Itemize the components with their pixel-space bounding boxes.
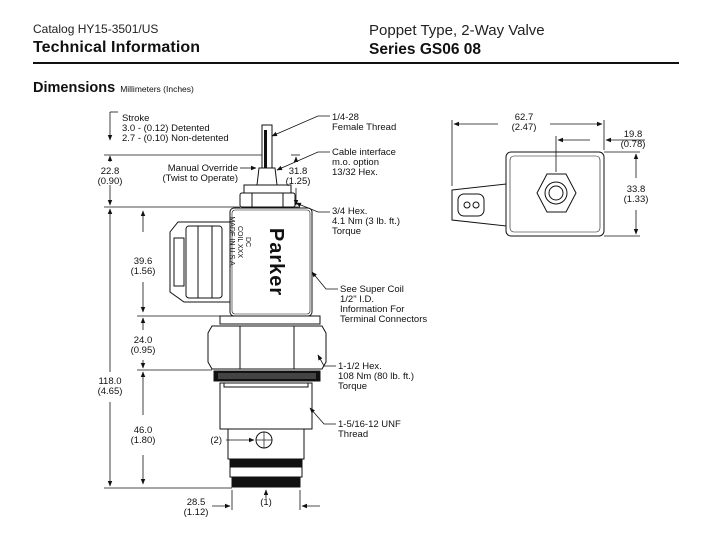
cable-interface-title: Cable interface [332,147,396,158]
port-2-label: (2) [210,435,222,446]
dim-62-7: 62.7 [515,112,534,123]
header-left: Catalog HY15-3501/US Technical Informati… [33,22,200,58]
coil-line2: COIL XXX [236,226,243,258]
stroke-nondetented: 2.7 - (0.10) Non-detented [122,133,229,144]
section-title: Technical Information [33,39,201,56]
hex34-label: Torque [332,226,361,237]
product-series: Series GS06 08 [369,41,482,58]
dim-19-8-in: (0.78) [621,139,646,150]
dim-31-8-in: (1.25) [286,176,311,187]
hex112-torque: 108 Nm (80 lb. ft.) [338,371,414,382]
super-coil-line3: Information For [340,304,404,315]
hex112-size: 1-1/2 Hex. [338,361,382,372]
female-thread-label: Female Thread [332,122,396,133]
coil-label: Parker DC COIL XXX MADE IN U.S.A. [228,216,287,296]
coil-brand: Parker [265,228,287,296]
cable-interface-hex: 13/32 Hex. [332,167,378,178]
super-coil-line1: See Super Coil [340,284,404,295]
dim-62-7-in: (2.47) [512,122,537,133]
callout-leaders [240,115,338,425]
dim-33-8-in: (1.33) [624,194,649,205]
unf-thread-size: 1-5/16-12 UNF [338,419,401,430]
super-coil-line4: Terminal Connectors [340,314,427,325]
super-coil-line2: 1/2" I.D. [340,294,374,305]
coil-connector [169,221,231,303]
dim-24-0-in: (0.95) [131,345,156,356]
hex112-label: Torque [338,381,367,392]
cable-interface-option: m.o. option [332,157,379,168]
dim-19-8: 19.8 [624,129,643,140]
port-1-label: (1) [260,497,272,508]
top-dimension-lines [451,120,645,237]
hex-nut-34 [243,184,292,194]
dim-39-6: 39.6 [134,256,153,267]
dim-22-8: 22.8 [101,166,120,177]
hex-nut-112 [207,325,327,370]
female-thread-size: 1/4-28 [332,112,359,123]
dim-118-0-in: (4.65) [98,386,123,397]
stroke-detented: 3.0 - (0.12) Detented [122,123,210,134]
side-dimension-lines [104,111,320,510]
dim-28-5-in: (1.12) [184,507,209,518]
dim-46-0: 46.0 [134,425,153,436]
header-right: Poppet Type, 2-Way Valve Series GS06 08 [369,22,545,59]
top-dimension-text: 62.7 (2.47) 19.8 (0.78) 33.8 (1.33) [512,112,649,205]
dim-22-8-in: (0.90) [98,176,123,187]
dim-46-0-in: (1.80) [131,435,156,446]
dim-31-8: 31.8 [289,166,308,177]
dim-24-0: 24.0 [134,335,153,346]
dimensions-title: Dimensions [33,80,116,96]
stroke-title: Stroke [122,113,149,124]
coil-line3: MADE IN U.S.A. [228,216,235,267]
side-callout-text: Stroke 3.0 - (0.12) Detented 2.7 - (0.10… [98,112,428,518]
valve-top-view [451,151,605,237]
manual-override-note: (Twist to Operate) [163,173,239,184]
dim-28-5: 28.5 [187,497,206,508]
manual-override-label: Manual Override [168,163,238,174]
hex34-size: 3/4 Hex. [332,206,367,217]
dimensions-heading: Dimensions Millimeters (Inches) [33,80,194,96]
product-type: Poppet Type, 2-Way Valve [369,22,545,39]
dim-33-8: 33.8 [627,184,646,195]
unf-thread-label: Thread [338,429,368,440]
catalog-number: Catalog HY15-3501/US [33,22,159,36]
hex34-torque: 4.1 Nm (3 lb. ft.) [332,216,400,227]
cartridge-body [219,382,313,430]
coil-line1: DC [244,237,251,247]
valve-side-view [169,124,327,488]
dimensions-units: Millimeters (Inches) [120,84,194,94]
dim-118-0: 118.0 [98,376,121,387]
dim-39-6-in: (1.56) [131,266,156,277]
header-rule [33,62,679,64]
